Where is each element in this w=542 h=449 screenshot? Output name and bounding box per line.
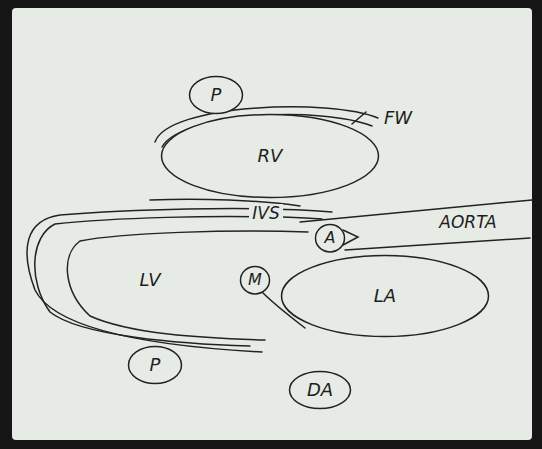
pericardium-circle: P — [188, 75, 244, 115]
chamber-label: RV — [258, 146, 283, 166]
part-label: IVS — [249, 204, 282, 223]
leader-line — [352, 112, 366, 124]
chamber-label: P — [211, 85, 222, 105]
pericardium-circle: P — [127, 345, 183, 385]
aorta-wall — [345, 238, 530, 250]
chamber-ellipse: RV — [160, 113, 380, 199]
outline-ellipse — [316, 224, 345, 251]
chamber-label: DA — [307, 380, 333, 400]
valve-circle: M — [239, 265, 271, 295]
whiteboard — [12, 8, 532, 440]
chamber-label: A — [325, 229, 336, 247]
ventricle-wall — [27, 209, 332, 352]
chamber-ellipse: LA — [280, 254, 490, 338]
part-label: FW — [381, 108, 415, 128]
valve-circle: A — [314, 223, 346, 253]
outline-ellipse — [290, 372, 351, 409]
chamber-label: P — [150, 355, 161, 375]
ventricle-wall — [35, 216, 322, 346]
ventricle-wall — [67, 231, 308, 340]
chamber-label: M — [248, 271, 262, 289]
outline-ellipse — [282, 256, 489, 337]
part-label: LV — [136, 270, 163, 290]
outline-ellipse — [162, 115, 379, 198]
outline-ellipse — [129, 347, 182, 384]
valve-leaflet — [343, 230, 358, 245]
part-label: AORTA — [436, 213, 499, 232]
aorta-wall — [300, 200, 532, 222]
chamber-label: LA — [374, 286, 396, 306]
outline-ellipse — [190, 77, 243, 114]
outline-ellipse — [241, 266, 270, 293]
aorta-circle: DA — [288, 370, 352, 410]
